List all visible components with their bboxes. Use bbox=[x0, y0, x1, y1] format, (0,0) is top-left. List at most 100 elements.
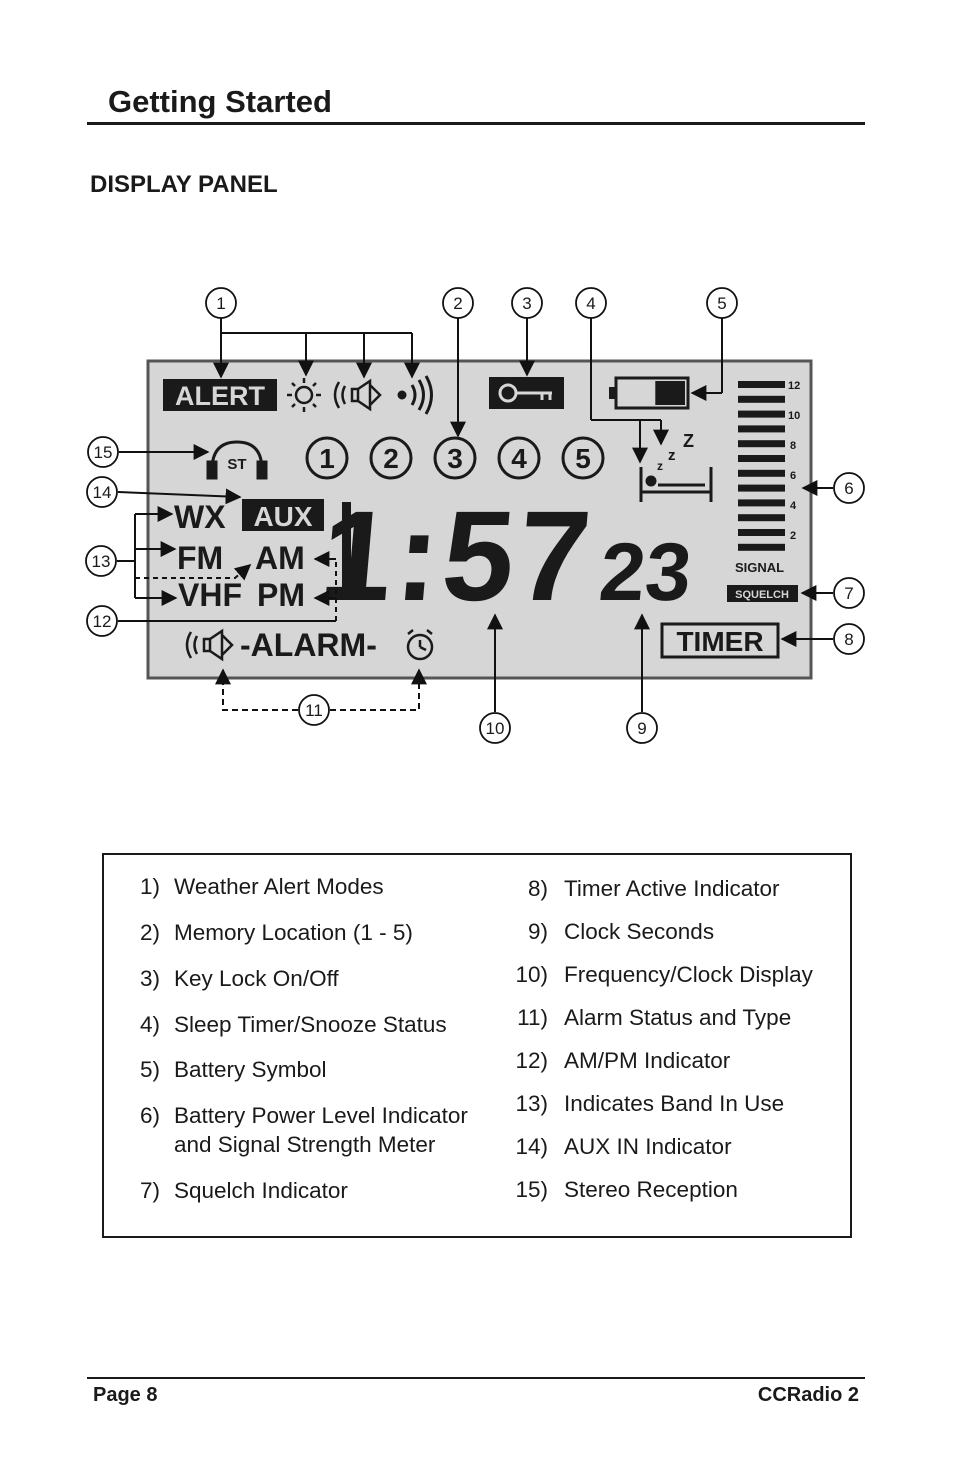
svg-text:11: 11 bbox=[305, 701, 323, 720]
callout-3: 3 bbox=[511, 287, 543, 319]
callout-12: 12 bbox=[86, 605, 118, 637]
svg-text:10: 10 bbox=[486, 719, 505, 738]
callout-2: 2 bbox=[442, 287, 474, 319]
legend-number: 2) bbox=[139, 920, 160, 945]
frequency-clock-display: 1:57 bbox=[315, 485, 600, 628]
legend-number: 12) bbox=[515, 1048, 548, 1073]
leading-digit-segment bbox=[342, 502, 351, 600]
footer-rule bbox=[87, 1377, 865, 1379]
legend-number: 6) bbox=[139, 1103, 160, 1128]
memory-slot: 2 bbox=[383, 443, 399, 474]
signal-tick-label: 10 bbox=[788, 410, 800, 422]
legend-number: 4) bbox=[139, 1012, 160, 1037]
indicator-pm: PM bbox=[257, 577, 305, 613]
battery-level-fill bbox=[655, 381, 685, 405]
legend-text: Weather Alert Modes bbox=[174, 874, 384, 899]
legend-number: 13) bbox=[515, 1091, 548, 1116]
legend-text: Clock Seconds bbox=[564, 919, 715, 944]
sleep-z: z bbox=[668, 447, 676, 464]
legend-text: Frequency/Clock Display bbox=[564, 962, 813, 987]
key-lock-icon bbox=[489, 377, 564, 409]
signal-bar bbox=[738, 440, 785, 448]
memory-slot: 3 bbox=[447, 443, 463, 474]
memory-slot: 1 bbox=[319, 443, 335, 474]
aux-badge bbox=[242, 499, 324, 531]
speaker-alert-icon bbox=[333, 378, 382, 412]
signal-tick-label: 6 bbox=[790, 470, 796, 482]
legend-number: 14) bbox=[515, 1134, 548, 1159]
svg-text:13: 13 bbox=[92, 552, 111, 571]
svg-text:3: 3 bbox=[522, 294, 531, 313]
callout-8: 8 bbox=[833, 623, 865, 655]
indicator-am: AM bbox=[255, 540, 305, 576]
legend-number: 9) bbox=[527, 919, 548, 944]
legend-number: 5) bbox=[139, 1057, 160, 1082]
squelch-badge bbox=[727, 585, 798, 602]
legend-box: 1) Weather Alert Modes 2) Memory Locatio… bbox=[102, 853, 852, 1238]
sleep-bed-icon bbox=[639, 467, 713, 502]
legend-text: Battery Symbol bbox=[174, 1057, 327, 1082]
callout-10: 10 bbox=[479, 712, 511, 744]
svg-text:9: 9 bbox=[637, 719, 646, 738]
sleep-z: Z bbox=[683, 431, 694, 451]
alarm-speaker-icon bbox=[185, 628, 234, 662]
alert-badge bbox=[163, 379, 277, 411]
legend-text: Squelch Indicator bbox=[174, 1178, 348, 1203]
timer-badge bbox=[660, 622, 780, 659]
signal-label: SIGNAL bbox=[735, 560, 784, 575]
signal-bar bbox=[738, 469, 785, 477]
legend-number: 3) bbox=[139, 966, 160, 991]
callout-6: 6 bbox=[833, 472, 865, 504]
legend-text: Timer Active Indicator bbox=[564, 876, 780, 901]
beep-icon bbox=[397, 375, 433, 415]
callout-14: 14 bbox=[86, 476, 118, 508]
legend-text: Battery Power Level Indicator bbox=[174, 1103, 468, 1128]
band-fm: FM bbox=[177, 540, 223, 576]
callout-11: 11 bbox=[298, 694, 330, 726]
svg-text:14: 14 bbox=[93, 483, 112, 502]
alarm-label: -ALARM- bbox=[240, 627, 377, 663]
legend-number: 1) bbox=[139, 874, 160, 899]
signal-scale: 12 10 8 6 4 2 bbox=[788, 380, 800, 542]
alarm-clock-icon bbox=[406, 629, 434, 661]
signal-tick-label: 4 bbox=[790, 500, 797, 512]
memory-slot: 5 bbox=[575, 443, 591, 474]
band-vhf: VHF bbox=[178, 577, 242, 613]
legend-text: Indicates Band In Use bbox=[564, 1091, 785, 1116]
signal-tick-label: 2 bbox=[790, 530, 796, 542]
legend-text: Stereo Reception bbox=[564, 1177, 738, 1202]
display-panel-diagram: ALERT bbox=[85, 287, 865, 744]
svg-text:8: 8 bbox=[844, 630, 853, 649]
band-aux: AUX bbox=[253, 501, 312, 532]
clock-seconds: 23 bbox=[596, 527, 695, 618]
signal-tick-label: 8 bbox=[790, 440, 796, 452]
svg-text:4: 4 bbox=[586, 294, 595, 313]
callout-1: 1 bbox=[205, 287, 237, 319]
signal-bar bbox=[738, 455, 785, 462]
callout-15: 15 bbox=[87, 436, 119, 468]
svg-text:1: 1 bbox=[216, 294, 225, 313]
signal-strength-meter bbox=[738, 381, 785, 551]
legend-text: Memory Location (1 - 5) bbox=[174, 920, 413, 945]
callout-5: 5 bbox=[706, 287, 738, 319]
page-number: Page 8 bbox=[93, 1384, 158, 1406]
legend-number: 8) bbox=[527, 876, 548, 901]
battery-icon bbox=[609, 376, 690, 410]
timer-label: TIMER bbox=[676, 626, 763, 657]
signal-bar bbox=[738, 395, 785, 403]
legend-number: 15) bbox=[515, 1177, 548, 1202]
squelch-label: SQUELCH bbox=[735, 589, 789, 601]
signal-bar bbox=[738, 514, 785, 522]
legend-text: Alarm Status and Type bbox=[564, 1005, 792, 1030]
signal-bar bbox=[738, 381, 785, 388]
svg-text:6: 6 bbox=[844, 479, 853, 498]
callout-7: 7 bbox=[833, 577, 865, 609]
headphone-stereo-icon bbox=[206, 440, 268, 480]
legend-number: 11) bbox=[517, 1005, 548, 1030]
legend-text: AM/PM Indicator bbox=[564, 1048, 731, 1073]
alert-label: ALERT bbox=[175, 381, 265, 411]
signal-bar bbox=[738, 410, 785, 418]
svg-text:7: 7 bbox=[844, 584, 853, 603]
signal-bar bbox=[738, 484, 785, 492]
legend-number: 10) bbox=[515, 962, 548, 987]
